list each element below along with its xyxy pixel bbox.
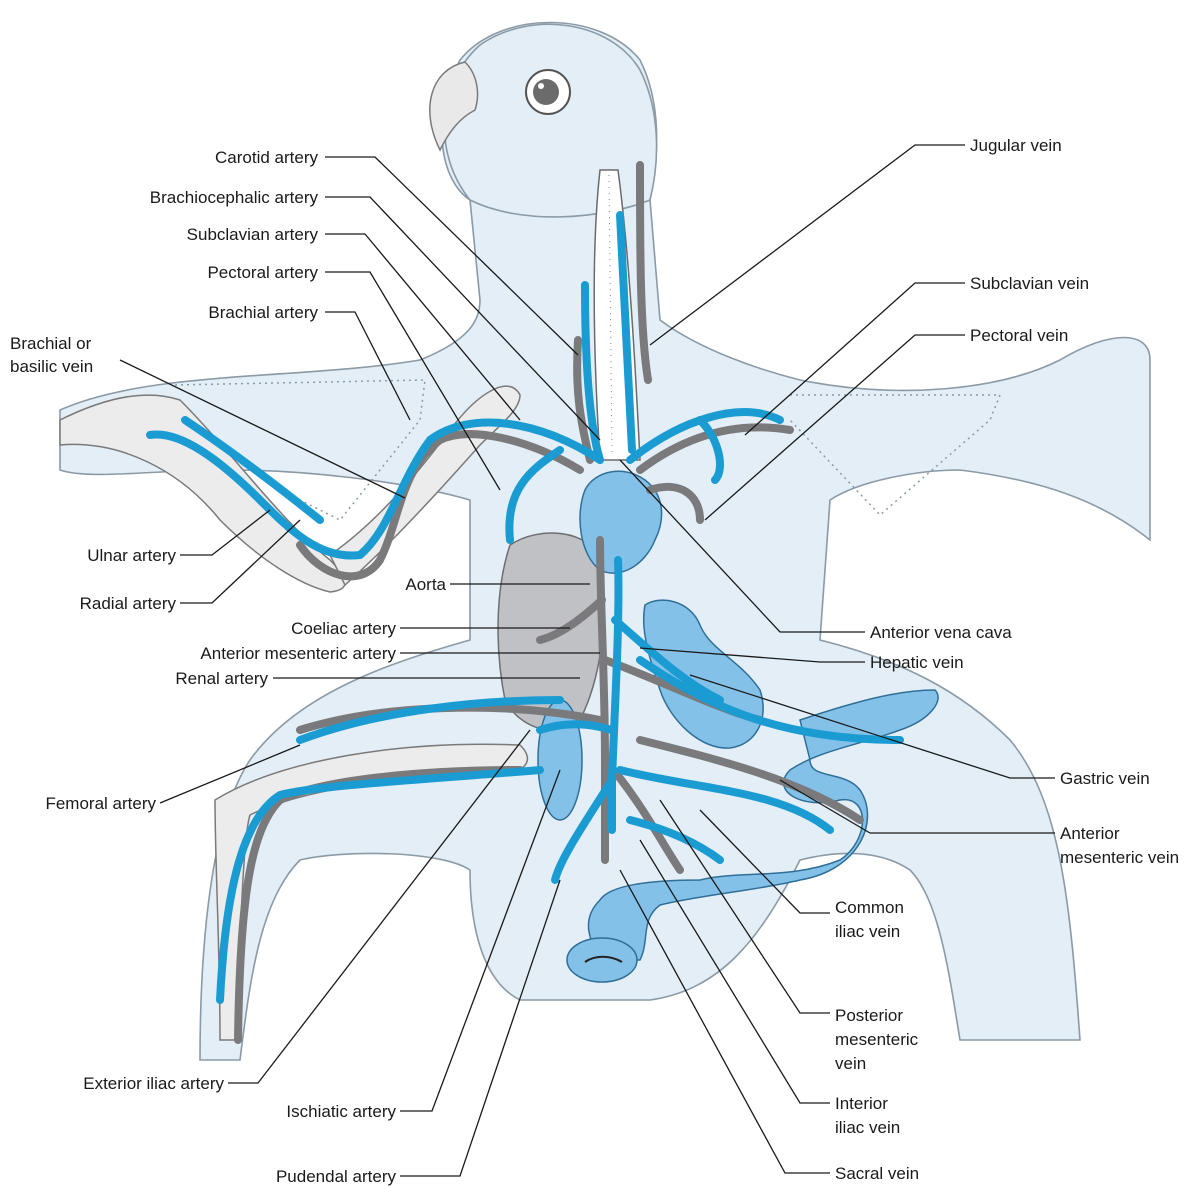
label-subclavian-artery: Subclavian artery	[187, 225, 319, 244]
label-sacral-vein: Sacral vein	[835, 1164, 919, 1183]
label-posterior-mesenteric-vein-3: vein	[835, 1054, 866, 1073]
label-anterior-mesenteric-artery: Anterior mesenteric artery	[200, 644, 396, 663]
eye-pupil	[533, 79, 559, 105]
cloaca	[567, 938, 637, 982]
eye-highlight	[538, 83, 544, 89]
label-brachial-artery: Brachial artery	[208, 303, 318, 322]
label-subclavian-vein: Subclavian vein	[970, 274, 1089, 293]
label-pudendal-artery: Pudendal artery	[276, 1167, 397, 1186]
label-brachial-basilic-vein-2: basilic vein	[10, 357, 93, 376]
label-coeliac-artery: Coeliac artery	[291, 619, 396, 638]
label-exterior-iliac-artery: Exterior iliac artery	[83, 1074, 224, 1093]
label-brachial-basilic-vein-1: Brachial or	[10, 334, 92, 353]
label-carotid-artery: Carotid artery	[215, 148, 318, 167]
label-aorta: Aorta	[405, 575, 446, 594]
label-anterior-mesenteric-vein-2: mesenteric vein	[1060, 848, 1179, 867]
label-anterior-mesenteric-vein-1: Anterior	[1060, 824, 1120, 843]
label-brachiocephalic-artery: Brachiocephalic artery	[150, 188, 319, 207]
label-common-iliac-vein-1: Common	[835, 898, 904, 917]
leader-jugular-vein	[650, 145, 965, 345]
label-pectoral-vein: Pectoral vein	[970, 326, 1068, 345]
label-pectoral-artery: Pectoral artery	[207, 263, 318, 282]
label-interior-iliac-vein-1: Interior	[835, 1094, 888, 1113]
label-renal-artery: Renal artery	[175, 669, 268, 688]
label-hepatic-vein: Hepatic vein	[870, 653, 964, 672]
label-radial-artery: Radial artery	[80, 594, 177, 613]
label-posterior-mesenteric-vein-2: mesenteric	[835, 1030, 919, 1049]
label-gastric-vein: Gastric vein	[1060, 769, 1150, 788]
label-posterior-mesenteric-vein-1: Posterior	[835, 1006, 903, 1025]
label-ischiatic-artery: Ischiatic artery	[286, 1102, 396, 1121]
label-anterior-vena-cava: Anterior vena cava	[870, 623, 1012, 642]
label-interior-iliac-vein-2: iliac vein	[835, 1118, 900, 1137]
label-common-iliac-vein-2: iliac vein	[835, 922, 900, 941]
head	[445, 24, 657, 217]
label-jugular-vein: Jugular vein	[970, 136, 1062, 155]
label-femoral-artery: Femoral artery	[45, 794, 156, 813]
label-ulnar-artery: Ulnar artery	[87, 546, 176, 565]
